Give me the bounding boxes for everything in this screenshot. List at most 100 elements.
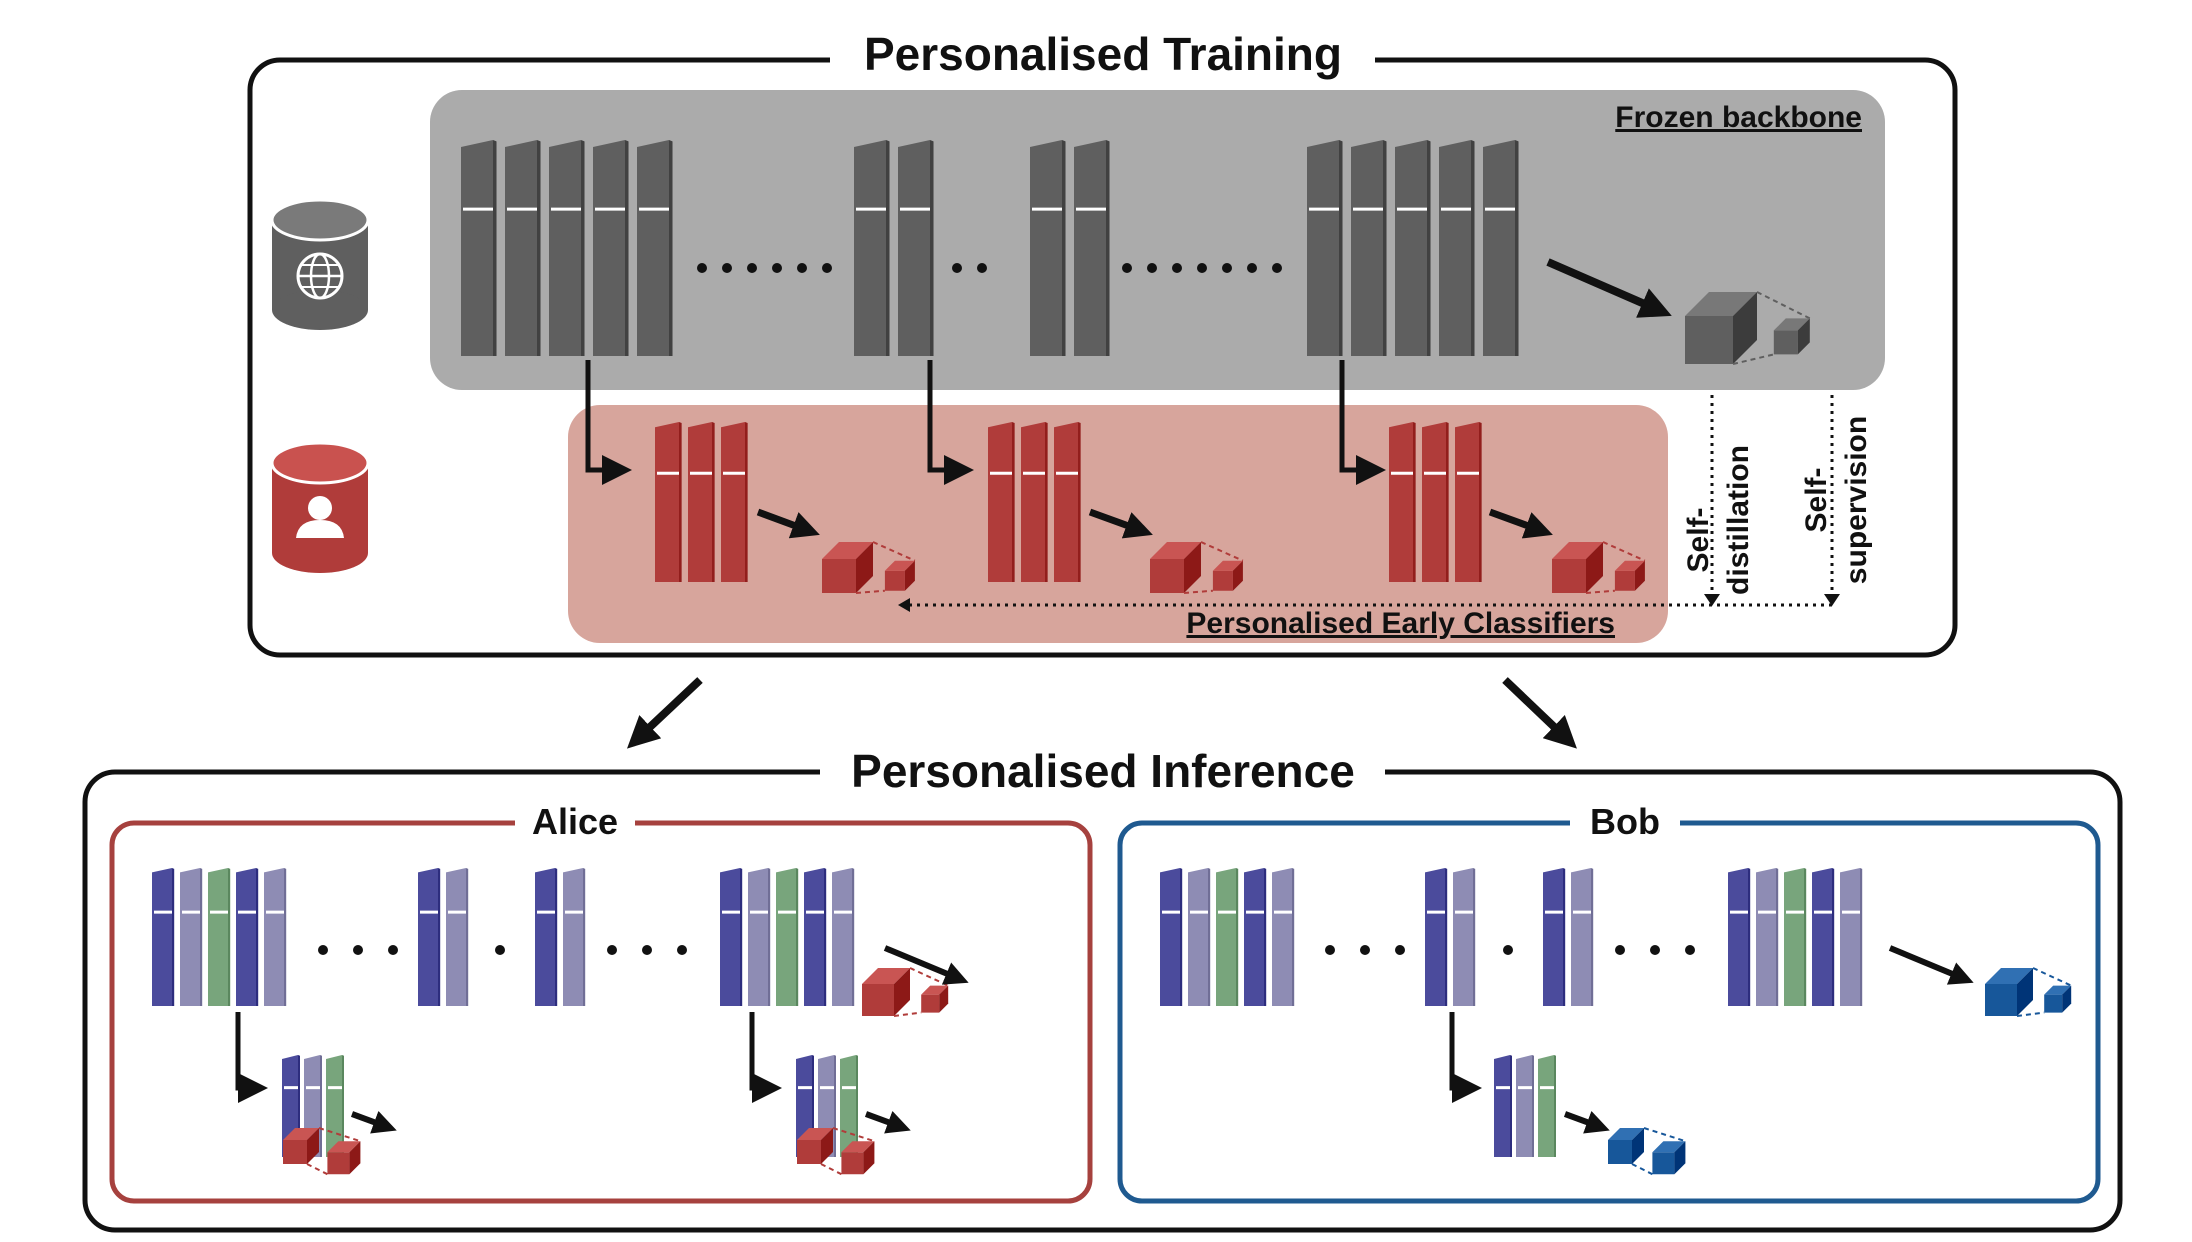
frozen-layer-c-2 (1074, 140, 1110, 356)
bob-early-head-1 (1608, 1127, 1686, 1176)
training-title: Personalised Training (864, 28, 1342, 80)
alice-early-head-1 (283, 1127, 361, 1176)
early-head-1-big-cube (822, 542, 873, 593)
early-classifiers-label: Personalised Early Classifiers (1186, 607, 1615, 640)
bob-last-layer-5 (1840, 868, 1863, 1006)
frozen-head-big-cube (1685, 292, 1757, 364)
bob-mid-layer-a-1 (1425, 868, 1448, 1006)
frozen-layer-d-3 (1395, 140, 1431, 356)
alice-label: Alice (532, 801, 618, 842)
bob-last-layer-4 (1812, 868, 1835, 1006)
early-head-2-small-cube (1212, 560, 1243, 591)
frozen-backbone-layers (461, 140, 1519, 356)
bob-final-head-big-cube (1985, 968, 2033, 1016)
frozen-layer-b-1 (854, 140, 890, 356)
early-layer-2-3 (1054, 422, 1081, 582)
self-distillation-label-2: distillation (1722, 445, 1755, 595)
bob-mid-layer-b-1 (1543, 868, 1566, 1006)
bob-early-head-1-big-cube (1608, 1128, 1644, 1164)
frozen-backbone-region (430, 90, 1885, 390)
self-supervision-label-1: Self- (1800, 467, 1833, 532)
early-head-2 (1150, 541, 1244, 594)
frozen-ellipsis (697, 263, 1282, 273)
frozen-layer-d-4 (1439, 140, 1475, 356)
alice-early-head-1-small-cube (327, 1141, 361, 1175)
early-head-3 (1552, 541, 1646, 594)
early-head-3-big-cube (1552, 542, 1603, 593)
early-head-1 (822, 541, 916, 594)
frozen-layer-b-2 (898, 140, 934, 356)
early-layer-3-1 (1389, 422, 1416, 582)
inference-skip-arrows (235, 1012, 1482, 1103)
early-layer-3-2 (1422, 422, 1449, 582)
alice-last-layer-4 (804, 868, 827, 1006)
alice-panel (109, 820, 1093, 1204)
frozen-layer-d-2 (1351, 140, 1387, 356)
alice-last-layer-3 (776, 868, 799, 1006)
alice-mid-layer-b-2 (563, 868, 586, 1006)
alice-early-head-2-big-cube (797, 1128, 833, 1164)
bob-final-head (1985, 967, 2072, 1017)
inference-head-arrows (350, 945, 1974, 1134)
bob-mid-layer-b-2 (1571, 868, 1594, 1006)
early-head-arrows (756, 508, 1553, 539)
alice-early-head-2-small-cube (841, 1141, 875, 1175)
frozen-classifier-head (1685, 291, 1811, 365)
alice-first-layer-2 (180, 868, 203, 1006)
frozen-layer-a-1 (461, 140, 497, 356)
early-head-3-small-cube (1614, 560, 1645, 591)
frozen-layer-a-3 (549, 140, 585, 356)
bob-first-layer-4 (1244, 868, 1267, 1006)
alice-first-layer-4 (236, 868, 259, 1006)
bob-first-layer-1 (1160, 868, 1183, 1006)
bob-early-layer-1-2 (1516, 1055, 1534, 1157)
bob-last-layer-2 (1756, 868, 1779, 1006)
frozen-layer-c-1 (1030, 140, 1066, 356)
frozen-layer-a-2 (505, 140, 541, 356)
globe-database-icon (270, 198, 370, 330)
bob-label: Bob (1590, 801, 1660, 842)
alice-mid-layer-a-2 (446, 868, 469, 1006)
alice-first-layer-5 (264, 868, 287, 1006)
early-layer-1-1 (655, 422, 682, 582)
frozen-layer-a-5 (637, 140, 673, 356)
frozen-head-arrow (1546, 258, 1672, 318)
self-distillation-label-1: Self- (1682, 507, 1715, 572)
early-layer-1-3 (721, 422, 748, 582)
self-supervision-label-2: supervision (1840, 416, 1873, 584)
personalised-heads (822, 541, 1646, 594)
bob-early-layer-1-3 (1538, 1055, 1556, 1157)
bob-mid-layer-a-2 (1453, 868, 1476, 1006)
early-head-2-big-cube (1150, 542, 1201, 593)
loss-arrowheads (898, 594, 1840, 612)
inference-panel: Personalised Inference Alice Bob (82, 735, 2123, 1233)
frozen-backbone-label: Frozen backbone (1615, 101, 1862, 134)
bob-last-layer-1 (1728, 868, 1751, 1006)
bob-first-layer-2 (1188, 868, 1211, 1006)
bob-early-head-1-small-cube (1652, 1141, 1686, 1175)
alice-early-head-2 (797, 1127, 875, 1176)
inference-heads (283, 967, 2072, 1176)
inference-layers (152, 868, 1863, 1157)
early-head-1-small-cube (884, 560, 915, 591)
frozen-layer-a-4 (593, 140, 629, 356)
alice-last-layer-5 (832, 868, 855, 1006)
alice-early-head-1-big-cube (283, 1128, 319, 1164)
alice-first-layer-1 (152, 868, 175, 1006)
early-layer-1-2 (688, 422, 715, 582)
bob-early-layer-1-1 (1494, 1055, 1512, 1157)
alice-last-layer-2 (748, 868, 771, 1006)
alice-mid-layer-a-1 (418, 868, 441, 1006)
loss-connectors (905, 395, 1834, 607)
frozen-head (1685, 291, 1811, 365)
panel-flow-arrows (627, 677, 1577, 749)
early-layer-3-3 (1455, 422, 1482, 582)
training-panel: Personalised Training Frozen backbone (247, 20, 1958, 658)
inference-title: Personalised Inference (851, 745, 1355, 797)
frozen-head-small-cube (1773, 318, 1810, 355)
bob-final-head-small-cube (2044, 985, 2072, 1013)
alice-final-head-big-cube (862, 968, 910, 1016)
bob-last-layer-3 (1784, 868, 1807, 1006)
bob-first-layer-3 (1216, 868, 1239, 1006)
